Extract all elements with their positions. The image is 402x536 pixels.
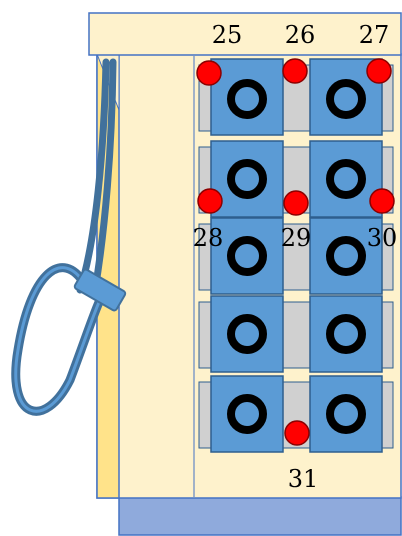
charging-module: [210, 140, 284, 218]
marker-25: [196, 60, 222, 86]
socket-ring: [326, 79, 366, 119]
marker-26: [282, 58, 308, 84]
label-29: 29: [281, 224, 312, 252]
charging-module: [309, 375, 383, 453]
charging-module: [210, 295, 284, 373]
marker-30: [369, 188, 395, 214]
socket-ring: [326, 394, 366, 434]
markers: [196, 58, 395, 446]
label-26: 26: [285, 21, 316, 49]
marker-labels: 25 26 27 28 29 30 31: [193, 21, 398, 493]
charging-cable: [11, 58, 127, 416]
label-30: 30: [367, 224, 398, 252]
socket-ring: [326, 314, 366, 354]
charging-module: [210, 217, 284, 295]
socket-ring: [227, 79, 267, 119]
label-25: 25: [212, 21, 243, 49]
module-grid: [198, 58, 394, 453]
label-27: 27: [359, 21, 390, 49]
label-28: 28: [193, 224, 224, 252]
charging-module: [309, 217, 383, 295]
socket-ring: [227, 314, 267, 354]
charging-module: [309, 295, 383, 373]
marker-28: [197, 188, 223, 214]
cabinet-top: [88, 12, 402, 56]
charging-module: [210, 375, 284, 453]
socket-ring: [227, 394, 267, 434]
marker-31: [284, 420, 310, 446]
socket-ring: [227, 236, 267, 276]
cabinet-base: [118, 496, 402, 536]
socket-ring: [326, 159, 366, 199]
charging-module: [210, 58, 284, 136]
label-31: 31: [288, 465, 319, 493]
marker-27: [366, 58, 392, 84]
cable-connector: [73, 268, 127, 312]
socket-ring: [227, 159, 267, 199]
marker-29: [283, 190, 309, 216]
socket-ring: [326, 236, 366, 276]
